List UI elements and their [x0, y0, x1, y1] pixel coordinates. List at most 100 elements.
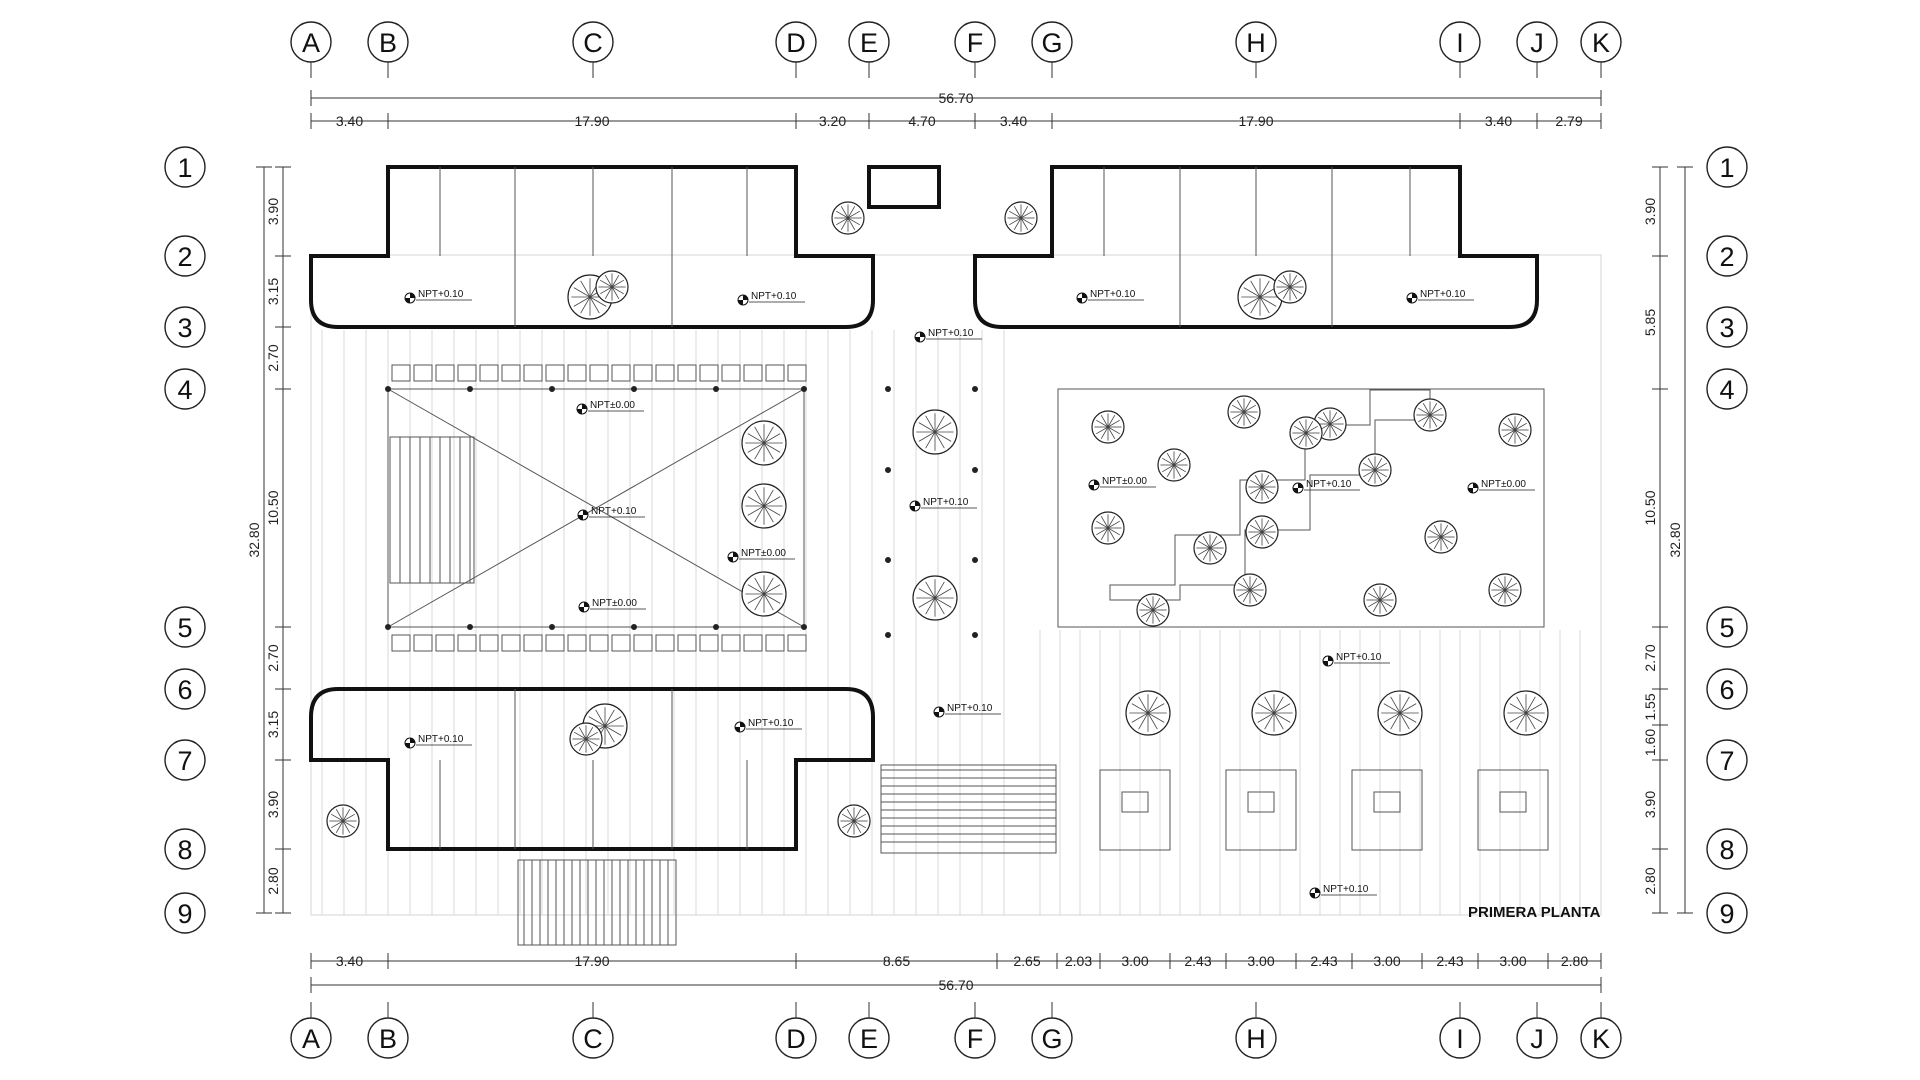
column-dot: [885, 386, 891, 392]
column-dot: [972, 557, 978, 563]
level-mark-label: NPT±0.00: [1102, 476, 1147, 487]
dim-bottom-label: 3.00: [1373, 953, 1400, 969]
axis-bottom-D-label: D: [786, 1024, 806, 1054]
level-mark: NPT+0.10: [404, 289, 472, 304]
bench: [567, 634, 587, 652]
dim-left-label: 2.80: [265, 867, 281, 894]
level-mark-label: NPT+0.10: [418, 734, 464, 745]
tree-icon: [1233, 573, 1267, 607]
dim-bottom-label: 2.65: [1013, 953, 1040, 969]
bench: [457, 364, 477, 382]
axis-right-1-label: 1: [1719, 153, 1734, 183]
column-dot: [885, 557, 891, 563]
level-mark: NPT±0.00: [1088, 476, 1156, 491]
axis-top-F-label: F: [967, 28, 984, 58]
level-mark: NPT+0.10: [404, 734, 472, 749]
axis-left-4-circle: [164, 368, 206, 410]
bench: [523, 364, 543, 382]
bench: [721, 364, 741, 382]
dim-top-label: 17.90: [1238, 113, 1273, 129]
axis-right-9-circle: [1706, 892, 1748, 934]
level-mark-label: NPT±0.00: [741, 548, 786, 559]
dim-left-total-label: 32.80: [246, 522, 262, 557]
bench: [743, 364, 763, 382]
building-walls: [309, 165, 1549, 946]
bench: [677, 634, 697, 652]
dim-bottom-label: 2.80: [1561, 953, 1588, 969]
axis-right-2-circle: [1706, 235, 1748, 277]
dim-right-label: 1.60: [1642, 729, 1658, 756]
dim-left-label: 3.90: [265, 791, 281, 818]
dim-left-label: 3.15: [265, 711, 281, 738]
trees: [326, 201, 1549, 838]
stall-table: [1247, 791, 1275, 813]
axis-right-3-label: 3: [1719, 313, 1734, 343]
dim-bottom-label: 17.90: [574, 953, 609, 969]
dim-left-label: 3.90: [265, 198, 281, 225]
tree-icon: [1377, 690, 1423, 736]
dim-bottom-label: 2.03: [1065, 953, 1092, 969]
tree-icon: [1245, 470, 1279, 504]
axis-left-2-circle: [164, 235, 206, 277]
tree-icon: [1289, 416, 1323, 450]
dim-right-label: 2.80: [1642, 867, 1658, 894]
bench: [633, 364, 653, 382]
level-mark-label: NPT+0.10: [947, 703, 993, 714]
axis-left-9-circle: [164, 892, 206, 934]
bench: [787, 634, 807, 652]
dim-bottom-label: 2.43: [1310, 953, 1337, 969]
dim-top-total-label: 56.70: [938, 90, 973, 106]
bench: [457, 634, 477, 652]
axis-left-6-circle: [164, 668, 206, 710]
tree-icon: [1125, 690, 1171, 736]
axis-left-2-label: 2: [177, 242, 192, 272]
tree-icon: [1503, 690, 1549, 736]
axis-left-7-circle: [164, 739, 206, 781]
level-mark: NPT+0.10: [914, 328, 982, 343]
level-mark: NPT+0.10: [734, 718, 802, 733]
site-hatching: [310, 254, 1602, 916]
axis-bottom-I-label: I: [1456, 1024, 1464, 1054]
column-dot: [885, 467, 891, 473]
column-dot: [385, 624, 391, 630]
axis-left-7-label: 7: [177, 746, 192, 776]
axis-bottom-J-label: J: [1530, 1024, 1544, 1054]
dim-left-label: 10.50: [265, 490, 281, 525]
axis-right-7-circle: [1706, 739, 1748, 781]
bench: [413, 634, 433, 652]
ramp: [880, 764, 1057, 854]
column-dot: [713, 624, 719, 630]
level-mark-label: NPT+0.10: [923, 497, 969, 508]
tree-icon: [1245, 515, 1279, 549]
axis-bottom-C-label: C: [583, 1024, 603, 1054]
dim-bottom-total-label: 56.70: [938, 977, 973, 993]
tree-icon: [837, 804, 871, 838]
axis-bottom-F-label: F: [967, 1024, 984, 1054]
block-top-right: [973, 165, 1539, 329]
dim-top-label: 17.90: [574, 113, 609, 129]
bench: [677, 364, 697, 382]
bench: [765, 634, 785, 652]
axis-left-3-label: 3: [177, 313, 192, 343]
dim-right-label: 2.70: [1642, 644, 1658, 671]
tree-icon: [912, 409, 958, 455]
site-boundary: [310, 254, 1602, 916]
axis-top-D-label: D: [786, 28, 806, 58]
tree-icon: [1498, 413, 1532, 447]
level-mark: NPT±0.00: [1467, 479, 1535, 494]
bench: [501, 634, 521, 652]
level-mark: NPT+0.10: [933, 703, 1001, 718]
axis-right-2-label: 2: [1719, 242, 1734, 272]
tree-icon: [1363, 583, 1397, 617]
stall: [1351, 769, 1423, 851]
axis-right-1-circle: [1706, 146, 1748, 188]
dim-right-label: 3.90: [1642, 198, 1658, 225]
axis-left-9-label: 9: [177, 899, 192, 929]
bench: [589, 634, 609, 652]
dim-right-label: 5.85: [1642, 309, 1658, 336]
axis-top-C-label: C: [583, 28, 603, 58]
level-mark-label: NPT+0.10: [751, 291, 797, 302]
bench: [391, 634, 411, 652]
bench: [479, 634, 499, 652]
